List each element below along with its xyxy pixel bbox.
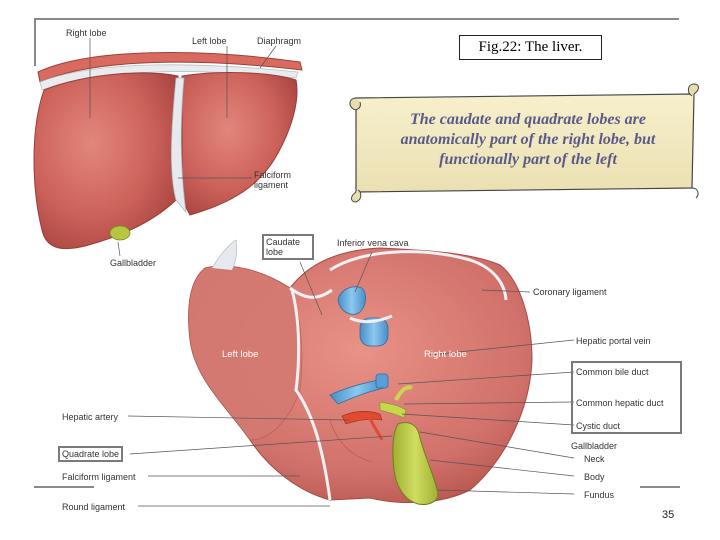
- figure-note: The caudate and quadrate lobes are anato…: [400, 111, 656, 168]
- label-gallbladder-fundus: Fundus: [584, 490, 615, 500]
- bottom-liver-view: [188, 239, 533, 505]
- label-common-hepatic-duct: Common hepatic duct: [576, 398, 664, 408]
- label-quadrate-lobe: Quadrate lobe: [58, 446, 124, 462]
- label-right-lobe-top: Right lobe: [66, 28, 107, 38]
- ivc-lower: [359, 317, 389, 347]
- slide-border-bottom: [34, 486, 94, 488]
- label-hepatic-artery: Hepatic artery: [62, 412, 119, 422]
- label-left-lobe-top: Left lobe: [192, 36, 227, 46]
- duct-labels-box: [571, 361, 682, 434]
- slide-border-bottom-right: [640, 486, 680, 488]
- note-scroll: [349, 83, 699, 203]
- label-portal-vein: Hepatic portal vein: [576, 336, 651, 346]
- label-coronary-ligament: Coronary ligament: [533, 287, 607, 297]
- coronary-ligament: [329, 250, 508, 301]
- label-caudate-lobe: Caudate lobe: [262, 234, 314, 260]
- top-falciform: [170, 77, 187, 214]
- top-right-lobe: [33, 72, 179, 250]
- label-round-ligament: Round ligament: [62, 502, 126, 512]
- hepatic-artery: [341, 410, 383, 425]
- label-falciform-top: Falciform ligament: [254, 170, 292, 190]
- top-gallbladder: [109, 225, 131, 241]
- label-left-lobe-bottom: Left lobe: [222, 349, 259, 360]
- label-ivc: Inferior vena cava: [337, 238, 409, 248]
- label-gallbladder-neck: Neck: [584, 454, 605, 464]
- label-right-lobe-bottom: Right lobe: [424, 349, 467, 360]
- visceral-fissure: [290, 289, 332, 501]
- bile-ducts: [379, 401, 407, 419]
- bottom-leader-lines: [127, 251, 575, 507]
- label-gallbladder-body: Body: [584, 472, 605, 482]
- label-cystic-duct: Cystic duct: [576, 421, 621, 431]
- page-number: 35: [662, 509, 675, 521]
- visceral-left-lobe: [188, 265, 303, 441]
- label-common-bile-duct: Common bile duct: [576, 367, 649, 377]
- left-triangular-ligament: [211, 239, 238, 271]
- diaphragm: [37, 52, 303, 83]
- gallbladder: [392, 422, 439, 505]
- inferior-vena-cava: [337, 286, 366, 315]
- figure-title: Fig.22: The liver.: [459, 35, 602, 60]
- label-gallbladder-top: Gallbladder: [110, 258, 157, 268]
- slide-border-top: [34, 18, 679, 20]
- top-liver-view: [33, 38, 303, 257]
- top-left-lobe: [181, 72, 298, 216]
- label-falciform-bottom: Falciform ligament: [62, 472, 136, 482]
- slide-border-left: [34, 18, 36, 66]
- label-diaphragm: Diaphragm: [257, 36, 302, 46]
- label-gallbladder-bottom: Gallbladder: [571, 441, 618, 451]
